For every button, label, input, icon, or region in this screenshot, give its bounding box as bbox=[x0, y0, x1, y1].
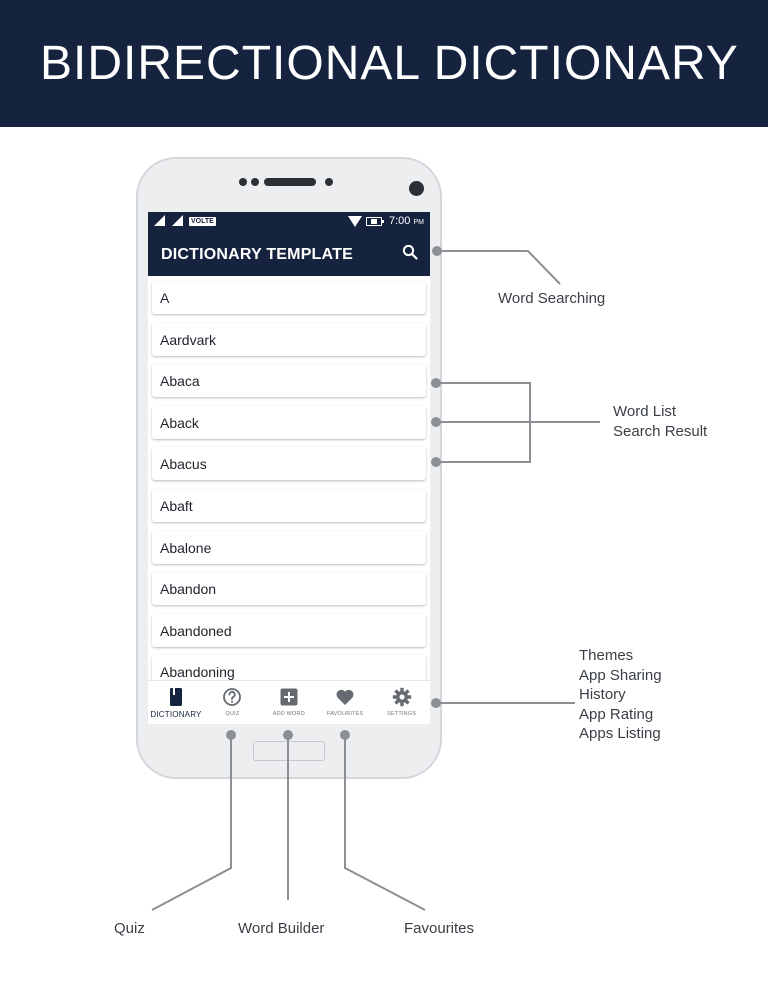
callout-app-sharing: App Sharing bbox=[579, 667, 662, 684]
callout-line-wordlist-bracket bbox=[436, 382, 531, 463]
callout-word-builder: Word Builder bbox=[238, 920, 325, 937]
word-label: Abandoned bbox=[160, 622, 232, 639]
callout-quiz: Quiz bbox=[114, 920, 145, 937]
page-title: BIDIRECTIONAL DICTIONARY bbox=[40, 37, 739, 90]
callout-history: History bbox=[579, 686, 626, 703]
nav-label: SETTINGS bbox=[387, 711, 417, 717]
battery-icon bbox=[366, 217, 384, 226]
word-list-item[interactable]: Abalone bbox=[152, 530, 426, 564]
gear-icon bbox=[392, 687, 411, 707]
status-time: 7:00 PM bbox=[389, 215, 424, 227]
app-screen: VOLTE 7:00 PM DICTIONARY TEMPLATE A Aardv… bbox=[148, 212, 430, 724]
nav-item-dictionary[interactable]: DICTIONARY bbox=[148, 681, 204, 724]
question-icon bbox=[223, 688, 242, 706]
nav-label: QUIZ bbox=[225, 711, 240, 717]
word-label: Abaft bbox=[160, 498, 193, 514]
word-list-item[interactable]: Aback bbox=[152, 405, 426, 439]
nav-item-settings[interactable]: SETTINGS bbox=[374, 681, 430, 724]
nav-label: ADD WORD bbox=[272, 711, 305, 717]
front-camera bbox=[409, 181, 424, 196]
callout-favourites: Favourites bbox=[404, 920, 475, 937]
word-label: Aback bbox=[160, 414, 199, 431]
word-label: Abandon bbox=[160, 581, 217, 598]
sensor-dot bbox=[251, 178, 259, 186]
sensor-dot bbox=[325, 178, 333, 186]
callout-word-list: Word List bbox=[613, 403, 677, 420]
word-label: Abacus bbox=[160, 456, 207, 473]
callout-themes: Themes bbox=[579, 647, 634, 664]
signal-icon bbox=[154, 215, 165, 226]
sensor-dot bbox=[239, 178, 247, 186]
plus-box-icon bbox=[280, 688, 298, 706]
nav-item-favourites[interactable]: FAVOURITES bbox=[317, 681, 373, 724]
nav-item-add-word[interactable]: ADD WORD bbox=[261, 681, 317, 724]
callout-apps-listing: Apps Listing bbox=[579, 725, 661, 742]
callout-search-result: Search Result bbox=[613, 423, 708, 440]
callout-line-search bbox=[437, 250, 561, 285]
word-list-item[interactable]: Aardvark bbox=[152, 322, 426, 356]
word-label: A bbox=[160, 290, 170, 306]
callout-word-searching: Word Searching bbox=[498, 290, 606, 307]
word-list-item[interactable]: Abandon bbox=[152, 572, 426, 606]
word-label: Aardvark bbox=[160, 331, 217, 348]
app-title: DICTIONARY TEMPLATE bbox=[161, 246, 353, 263]
nav-label: DICTIONARY bbox=[150, 710, 202, 719]
word-label: Abalone bbox=[160, 539, 212, 556]
heart-icon bbox=[336, 689, 354, 705]
nav-label: FAVOURITES bbox=[326, 711, 364, 717]
home-button[interactable] bbox=[253, 741, 325, 761]
word-list-item[interactable]: A bbox=[152, 281, 426, 314]
word-list-item[interactable]: Abaft bbox=[152, 489, 426, 522]
word-label: Abaca bbox=[160, 373, 200, 390]
wifi-icon bbox=[348, 216, 362, 227]
word-list-item[interactable]: Abaca bbox=[152, 364, 426, 398]
status-bar: VOLTE 7:00 PM bbox=[148, 212, 430, 232]
word-list-item[interactable]: Abandoning bbox=[152, 655, 426, 680]
word-list-item[interactable]: Abacus bbox=[152, 447, 426, 481]
nav-item-quiz[interactable]: QUIZ bbox=[204, 681, 260, 724]
signal-icon bbox=[172, 215, 183, 226]
earpiece-speaker bbox=[264, 178, 316, 186]
search-icon[interactable] bbox=[402, 244, 418, 260]
book-icon bbox=[170, 688, 182, 706]
word-list-item[interactable]: Abandoned bbox=[152, 613, 426, 647]
network-badge: VOLTE bbox=[189, 217, 216, 226]
bottom-navigation: DICTIONARY QUIZ ADD WORD FAVOURITES SETTINGS bbox=[148, 680, 430, 724]
callout-app-rating: App Rating bbox=[579, 706, 654, 723]
app-bar: DICTIONARY TEMPLATE bbox=[148, 232, 430, 276]
header-banner: BIDIRECTIONAL DICTIONARY bbox=[0, 0, 768, 127]
word-label: Abandoning bbox=[160, 664, 235, 680]
